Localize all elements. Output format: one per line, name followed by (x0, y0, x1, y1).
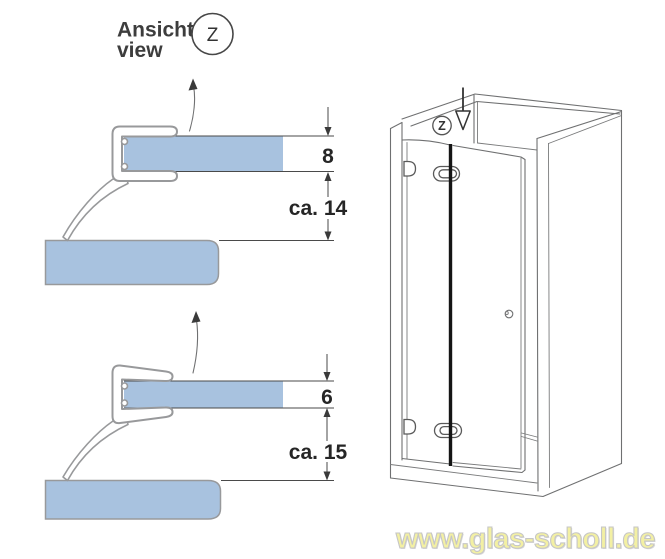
swing-direction-arrow-bottom (191, 311, 201, 374)
fixed-panel-bottom (401, 457, 451, 465)
top-band-outer (401, 93, 623, 120)
lower-glass-slab-bottom (44, 479, 222, 520)
seal-bump (120, 162, 129, 171)
lower-glass-slab-top (44, 239, 220, 286)
view-callout: Ansicht view Z (117, 12, 234, 62)
detail-view-top: 8 ca. 14 (44, 78, 348, 286)
shower-door (452, 144, 526, 474)
seal-bump (120, 137, 129, 146)
detail-view-bottom: 6 ca. 15 (44, 311, 348, 520)
shower-tray (389, 460, 623, 498)
strip-top (389, 121, 403, 130)
seal-profile-top (111, 125, 178, 182)
view-marker-circle (191, 12, 234, 56)
view-marker-letter: Z (207, 25, 219, 46)
door-knob-detail (504, 311, 509, 315)
view-marker-circle-3d (432, 115, 452, 136)
watermark: www.glas-scholl.de (395, 522, 656, 555)
dimension-glass-thickness-bottom: 6 ca. 15 (289, 354, 348, 481)
seal-lip-top (62, 178, 129, 242)
dimension-glass-thickness-top: 8 ca. 14 (289, 107, 348, 241)
wall-bracket-icon (403, 418, 417, 435)
door-glass-panel-top (124, 136, 283, 172)
band-bottom-edge (477, 142, 538, 151)
seal-profile-bottom (111, 364, 174, 425)
wall-bracket-icon (403, 160, 417, 177)
dim-6-label: 6 (321, 386, 333, 409)
seal-lip-bottom (62, 419, 129, 482)
top-band-inner (410, 100, 621, 127)
seal-bump (120, 399, 129, 407)
dim-ca14-label: ca. 14 (289, 197, 348, 220)
enclosure-3d: Z (389, 87, 623, 498)
view-label-en: view (117, 39, 163, 62)
seal-bump (120, 382, 129, 390)
fixed-panel-top (401, 139, 451, 146)
dim-8-label: 8 (322, 145, 334, 168)
hinge-bottom (403, 418, 463, 439)
swing-direction-arrow-top (188, 78, 198, 132)
view-marker-letter-3d: Z (438, 119, 446, 133)
door-glass-panel-bottom (124, 381, 283, 408)
right-wall (521, 109, 623, 492)
view-direction-arrow (455, 87, 471, 131)
dim-ca15-label: ca. 15 (289, 441, 348, 464)
view-label-de: Ansicht (117, 19, 194, 42)
